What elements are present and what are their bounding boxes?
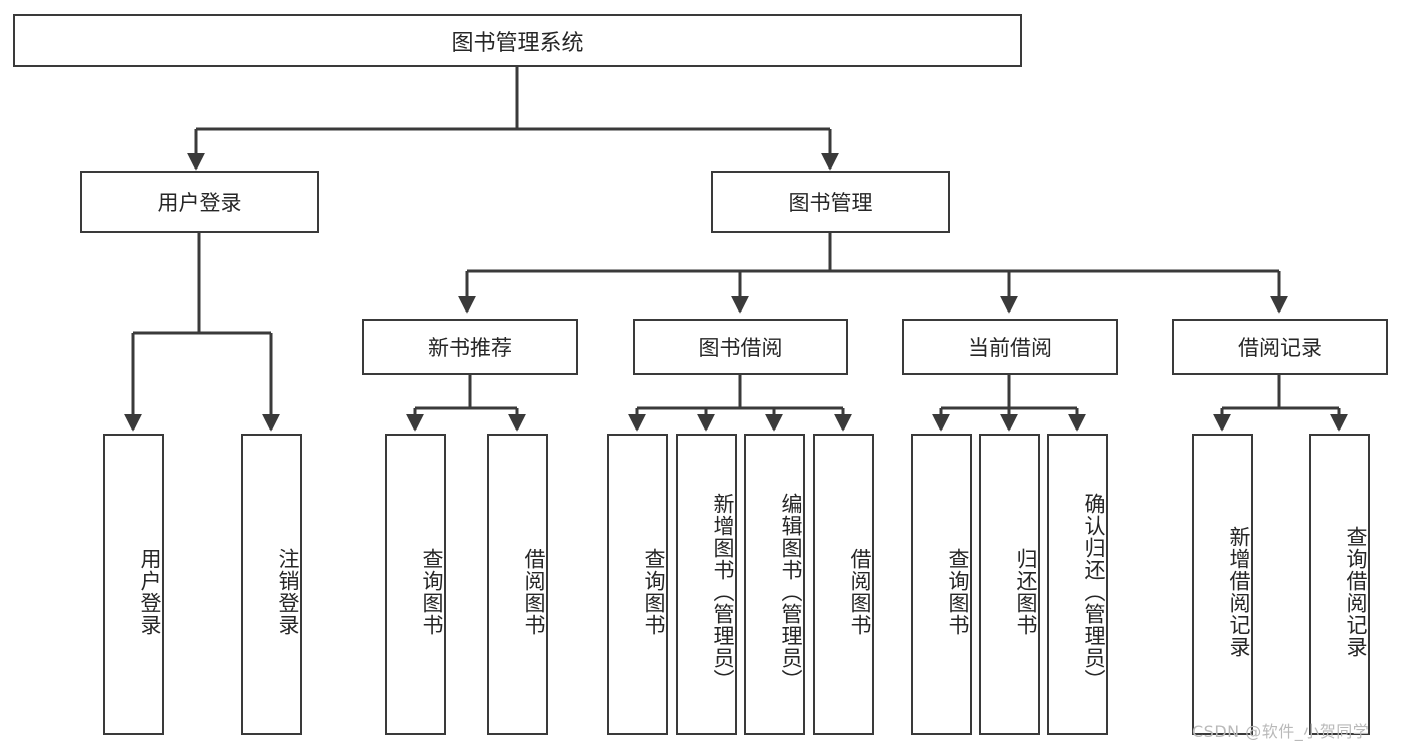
node-label: 当前借阅: [968, 336, 1052, 360]
leaf-user-login[interactable]: 用户登录: [103, 434, 164, 735]
node-label: 注销登录: [276, 547, 300, 636]
node-label: 借阅图书: [522, 547, 546, 636]
leaf-record-add[interactable]: 新增借阅记录: [1192, 434, 1253, 735]
node-label: 编辑图书（管理员）: [779, 492, 803, 691]
node-new-book-recommend[interactable]: 新书推荐: [362, 319, 578, 375]
node-label: 图书管理系统: [451, 30, 584, 56]
leaf-borrow-edit-book[interactable]: 编辑图书（管理员）: [744, 434, 805, 735]
node-current-borrow[interactable]: 当前借阅: [902, 319, 1118, 375]
node-label: 新增图书（管理员）: [711, 492, 735, 691]
node-label: 用户登录: [157, 191, 242, 215]
node-borrow-record[interactable]: 借阅记录: [1172, 319, 1388, 375]
leaf-borrow-query-book[interactable]: 查询图书: [607, 434, 668, 735]
node-book-borrow[interactable]: 图书借阅: [633, 319, 848, 375]
leaf-recommend-borrow-book[interactable]: 借阅图书: [487, 434, 548, 735]
node-label: 查询借阅记录: [1344, 525, 1368, 658]
node-label: 归还图书: [1014, 547, 1038, 636]
node-label: 确认归还（管理员）: [1082, 492, 1106, 691]
csdn-watermark: CSDN @软件_小贺同学: [1192, 722, 1370, 741]
leaf-current-confirm-return[interactable]: 确认归还（管理员）: [1047, 434, 1108, 735]
node-label: 图书借阅: [698, 336, 783, 360]
node-book-management[interactable]: 图书管理: [711, 171, 950, 233]
leaf-current-return-book[interactable]: 归还图书: [979, 434, 1040, 735]
leaf-record-query[interactable]: 查询借阅记录: [1309, 434, 1370, 735]
node-label: 借阅记录: [1238, 336, 1322, 360]
node-root-system[interactable]: 图书管理系统: [13, 14, 1022, 67]
node-label: 查询图书: [946, 547, 970, 636]
leaf-borrow-add-book[interactable]: 新增图书（管理员）: [676, 434, 737, 735]
leaf-user-logout[interactable]: 注销登录: [241, 434, 302, 735]
node-label: 查询图书: [420, 547, 444, 636]
node-label: 图书管理: [788, 191, 873, 215]
node-label: 新增借阅记录: [1227, 525, 1251, 658]
node-label: 借阅图书: [848, 547, 872, 636]
node-user-login[interactable]: 用户登录: [80, 171, 319, 233]
leaf-borrow-borrow-book[interactable]: 借阅图书: [813, 434, 874, 735]
leaf-recommend-query-book[interactable]: 查询图书: [385, 434, 446, 735]
node-label: 新书推荐: [428, 336, 512, 360]
node-label: 用户登录: [138, 547, 162, 636]
node-label: 查询图书: [642, 547, 666, 636]
leaf-current-query-book[interactable]: 查询图书: [911, 434, 972, 735]
